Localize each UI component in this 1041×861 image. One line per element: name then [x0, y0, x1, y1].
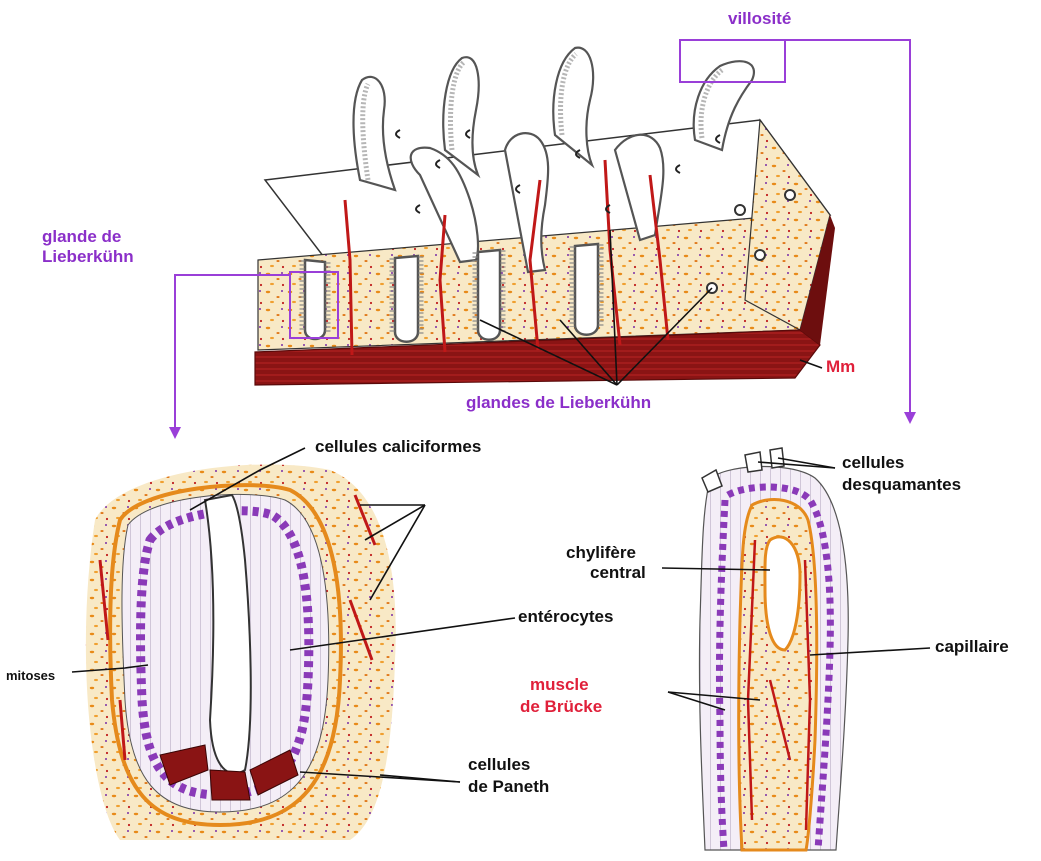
label-mitoses: mitoses	[6, 668, 55, 683]
label-villosite: villosité	[728, 9, 791, 28]
label-desquamantes-line2: desquamantes	[842, 475, 961, 494]
label-mm: Mm	[826, 357, 855, 376]
label-glandes-lieberkuhn: glandes de Lieberkühn	[466, 393, 651, 412]
label-capillaire: capillaire	[935, 637, 1009, 656]
label-muscle-line2: de Brücke	[520, 697, 602, 716]
label-paneth-line2: de Paneth	[468, 777, 549, 796]
label-muscle-line1: muscle	[530, 675, 589, 694]
label-glande-line1: glande de	[42, 227, 121, 246]
crypt-detail	[86, 464, 396, 840]
label-enterocytes: entérocytes	[518, 607, 613, 626]
label-chylifere-line1: chylifère	[566, 543, 636, 562]
label-cellules-caliciformes: cellules caliciformes	[315, 437, 481, 456]
label-paneth-line1: cellules	[468, 755, 530, 774]
label-desquamantes-line1: cellules	[842, 453, 904, 472]
label-glande-line2: Lieberkühn	[42, 247, 134, 266]
central-lacteal	[765, 537, 800, 650]
villus-detail	[699, 448, 848, 850]
label-chylifere-line2: central	[590, 563, 646, 582]
